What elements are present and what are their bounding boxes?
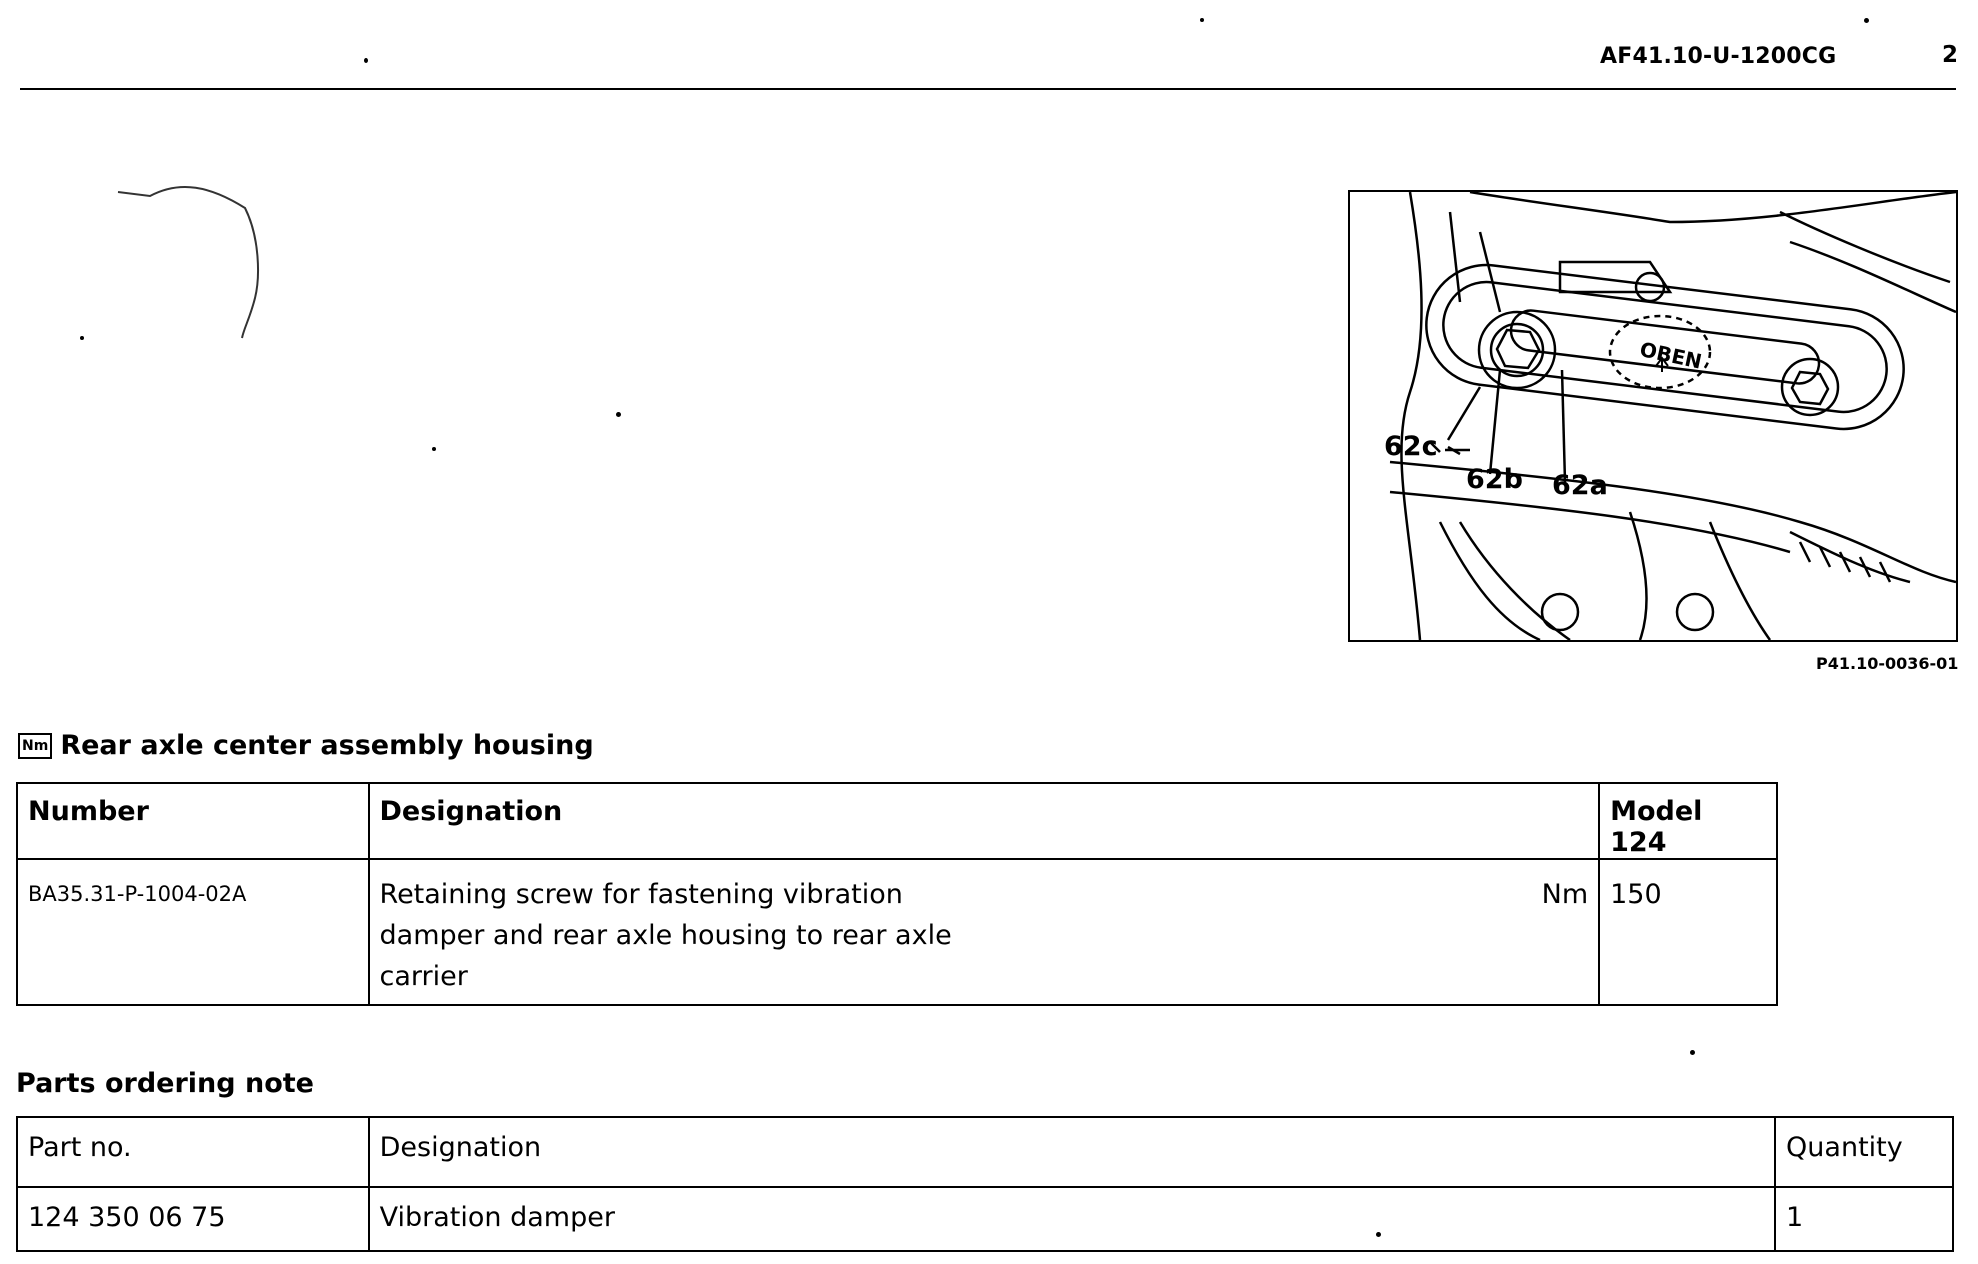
- header-rule: [20, 88, 1956, 90]
- nm-icon: Nm: [18, 732, 53, 759]
- torque-section-title-text: Rear axle center assembly housing: [60, 730, 594, 761]
- part-designation-cell: Vibration damper: [367, 1186, 1777, 1252]
- torque-designation-text: Retaining screw for fastening vibration …: [379, 879, 952, 992]
- scan-speck: [1200, 18, 1204, 22]
- parts-section-title: Parts ordering note: [16, 1068, 314, 1099]
- column-header-number: Number: [16, 782, 370, 860]
- column-header-part-no: Part no.: [16, 1116, 370, 1188]
- callout-62b: 62b: [1466, 464, 1523, 495]
- parts-table: Part no. Designation Quantity 124 350 06…: [16, 1116, 1954, 1252]
- table-header-row: Number Designation Model 124: [16, 782, 1778, 860]
- column-header-model: Model 124: [1598, 782, 1778, 860]
- table-header-row: Part no. Designation Quantity: [16, 1116, 1954, 1188]
- callout-62c: 62c: [1384, 431, 1438, 462]
- column-header-designation: Designation: [367, 1116, 1777, 1188]
- torque-unit: Nm: [1541, 879, 1589, 910]
- torque-designation-cell: Retaining screw for fastening vibration …: [367, 858, 1601, 1006]
- scan-speck: [432, 447, 436, 451]
- scan-speck: [1864, 18, 1869, 23]
- figure-caption: P41.10-0036-01: [1816, 654, 1959, 673]
- scan-scribble: [117, 185, 259, 339]
- torque-table: Number Designation Model 124 BA35.31-P-1…: [16, 782, 1778, 1006]
- page-number: 2: [1942, 42, 1959, 68]
- table-row: 124 350 06 75 Vibration damper 1: [16, 1186, 1954, 1252]
- part-quantity-cell: 1: [1774, 1186, 1954, 1252]
- table-row: BA35.31-P-1004-02A Retaining screw for f…: [16, 858, 1778, 1006]
- part-number-cell: 124 350 06 75: [16, 1186, 370, 1252]
- column-header-quantity: Quantity: [1774, 1116, 1954, 1188]
- scan-speck: [364, 58, 368, 63]
- torque-section-title: Nm Rear axle center assembly housing: [18, 730, 594, 761]
- column-header-designation: Designation: [367, 782, 1601, 860]
- torque-value-cell: 150: [1598, 858, 1778, 1006]
- scan-speck: [80, 336, 84, 340]
- torque-number-cell: BA35.31-P-1004-02A: [16, 858, 370, 1006]
- rear-axle-drawing: OBEN 62c 62b 62a: [1384, 192, 1956, 640]
- callout-62a: 62a: [1552, 470, 1608, 501]
- technical-illustration: OBEN 62c 62b 62a: [1348, 190, 1958, 642]
- document-id: AF41.10-U-1200CG: [1600, 44, 1837, 69]
- scan-speck: [616, 412, 621, 417]
- scan-speck: [1690, 1050, 1695, 1055]
